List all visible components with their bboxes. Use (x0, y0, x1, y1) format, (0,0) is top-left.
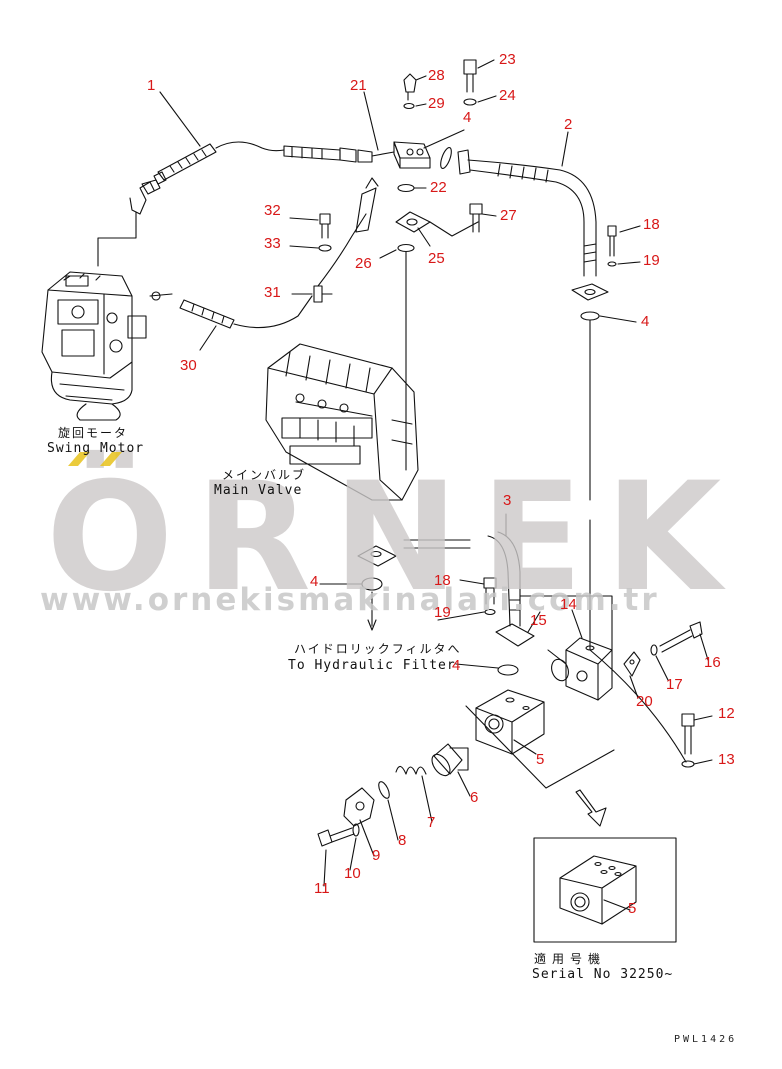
callout-17: 17 (666, 676, 683, 693)
swing-motor-label-en: Swing Motor (47, 441, 145, 456)
callout-23: 23 (499, 51, 516, 68)
main-valve-label-en: Main Valve (214, 483, 303, 498)
callout-24: 24 (499, 87, 516, 104)
drawing-code: PWL1426 (674, 1034, 738, 1045)
swing-motor-illustration (41, 271, 173, 421)
watermark-accent-icon (64, 452, 128, 466)
callout-4-right: 4 (641, 313, 650, 330)
callout-16: 16 (704, 654, 721, 671)
callout-32: 32 (264, 202, 281, 219)
callout-2: 2 (564, 116, 573, 133)
callout-20: 20 (636, 693, 653, 710)
callout-19-middle: 19 (434, 604, 451, 621)
serial-label-jp: 適用号機 (534, 952, 607, 966)
callout-7: 7 (427, 814, 436, 831)
callout-9: 9 (372, 847, 381, 864)
callout-26: 26 (355, 255, 372, 272)
callout-19-top: 19 (643, 252, 660, 269)
hose-30 (179, 177, 379, 329)
callout-25: 25 (428, 250, 445, 267)
callout-4-middle: 4 (452, 657, 461, 674)
callout-1: 1 (147, 77, 156, 94)
hydraulic-filter-label-jp: ハイドロリックフィルタへ (294, 642, 462, 656)
hydraulic-filter-label-en: To Hydraulic Filter (288, 658, 456, 673)
callout-4-top: 4 (463, 109, 472, 126)
hose-3 (403, 531, 535, 647)
callout-10: 10 (344, 865, 361, 882)
callout-29: 29 (428, 95, 445, 112)
callout-11: 11 (314, 880, 330, 897)
callout-27: 27 (500, 207, 517, 224)
callout-15: 15 (530, 612, 547, 629)
callout-33: 33 (264, 235, 281, 252)
watermark-url: www.ornekismakinalari.com.tr (40, 582, 660, 618)
adapter-block-21 (371, 73, 465, 169)
callout-5-main: 5 (536, 751, 545, 768)
main-valve-illustration (265, 343, 419, 501)
hose-1 (153, 141, 373, 185)
callout-3: 3 (503, 492, 512, 509)
main-valve-label-jp: メインバルブ (222, 468, 307, 482)
valve-block-5 (465, 689, 615, 789)
callout-28: 28 (428, 67, 445, 84)
callout-31: 31 (264, 284, 281, 301)
callout-6: 6 (470, 789, 479, 806)
callout-30: 30 (180, 357, 197, 374)
callout-21: 21 (350, 77, 367, 94)
watermark-brand: ÖRNEK (46, 451, 744, 625)
callout-18-top: 18 (643, 216, 660, 233)
callout-14: 14 (560, 596, 577, 613)
callout-4-left: 4 (310, 573, 319, 590)
callout-22: 22 (430, 179, 447, 196)
callout-12: 12 (718, 705, 735, 722)
callout-5-inset: 5 (628, 900, 637, 917)
serial-label-en: Serial No 32250~ (532, 967, 674, 982)
callout-18-middle: 18 (434, 572, 451, 589)
hose-2 (467, 159, 609, 301)
callout-8: 8 (398, 832, 407, 849)
inset-serial-variant (533, 837, 677, 943)
callout-13: 13 (718, 751, 735, 768)
swing-motor-label-jp: 旋回モータ (58, 426, 129, 440)
